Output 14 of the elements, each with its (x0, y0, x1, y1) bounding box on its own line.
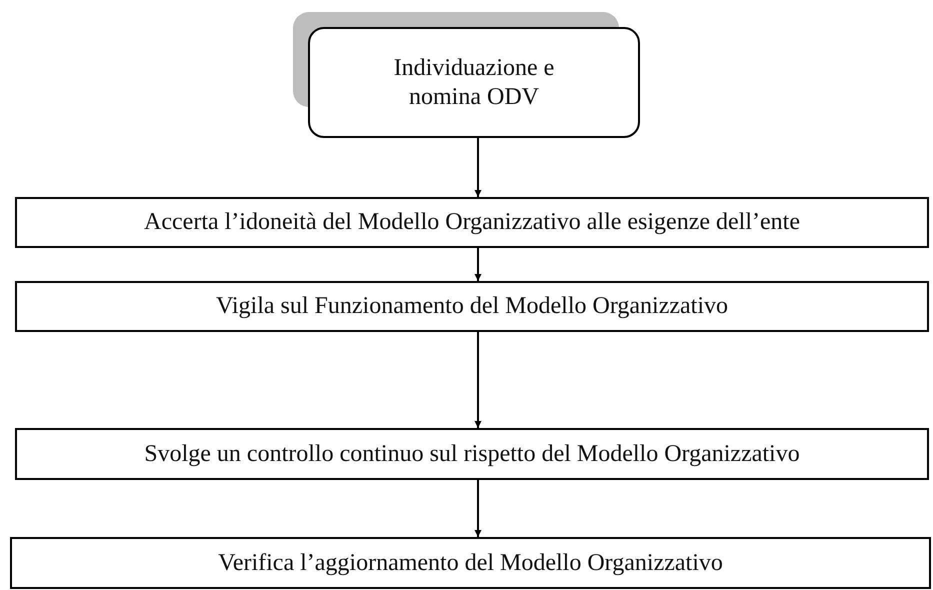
arrow (474, 480, 482, 537)
process-box (15, 428, 929, 480)
box-text: Vigila sul Funzionamento del Modello Organizzativo (216, 292, 728, 321)
process-box (15, 281, 929, 332)
box-text: Individuazione e nomina ODV (392, 54, 556, 112)
arrow (474, 332, 482, 428)
box-text: Accerta l’idoneità del Modello Organizzativo alle esigenze dell’ente (144, 208, 800, 237)
arrow (474, 138, 482, 197)
box-text: Svolge un controllo continuo sul rispetto del Modello Organizzativo (144, 440, 800, 468)
process-box (10, 537, 931, 589)
process-box (15, 197, 929, 248)
box-text: Verifica l’aggiornamento del Modello Organizzativo (218, 548, 723, 578)
rounded-box (308, 27, 640, 138)
arrow (474, 248, 482, 281)
